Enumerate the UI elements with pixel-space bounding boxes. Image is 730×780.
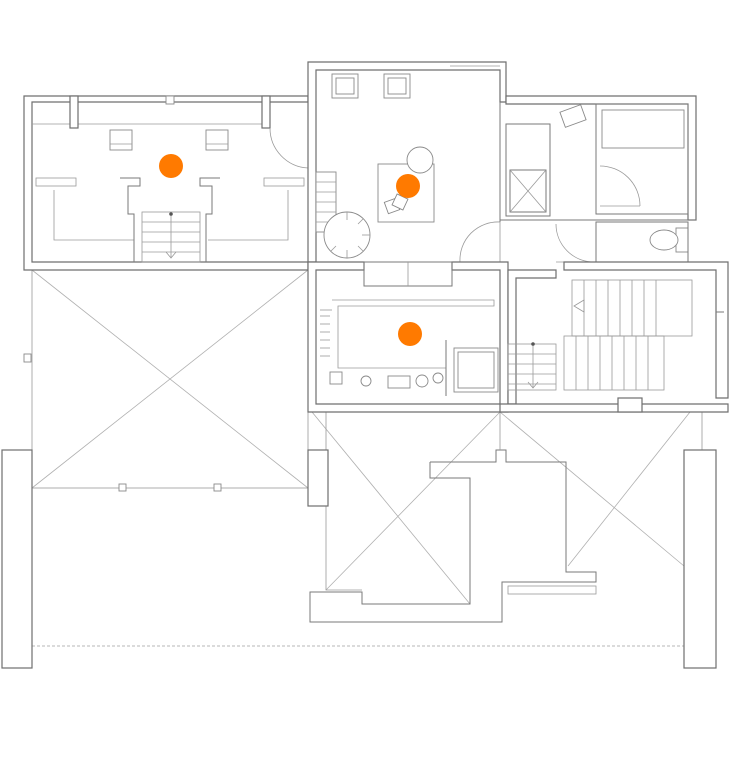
marker-left-loft-room[interactable] <box>159 154 183 178</box>
void-areas <box>23 269 691 668</box>
left-loft-room <box>23 95 309 271</box>
center-column <box>307 449 329 507</box>
marker-kitchen-room[interactable] <box>398 322 422 346</box>
stair-block <box>499 261 729 413</box>
kitchen-room <box>307 261 509 413</box>
left-column <box>1 449 33 669</box>
marker-center-bedroom[interactable] <box>396 174 420 198</box>
room-markers <box>159 154 422 346</box>
right-column <box>683 449 717 669</box>
lower-structure <box>1 412 717 669</box>
bath-block <box>500 95 697 271</box>
center-bedroom <box>307 61 507 263</box>
